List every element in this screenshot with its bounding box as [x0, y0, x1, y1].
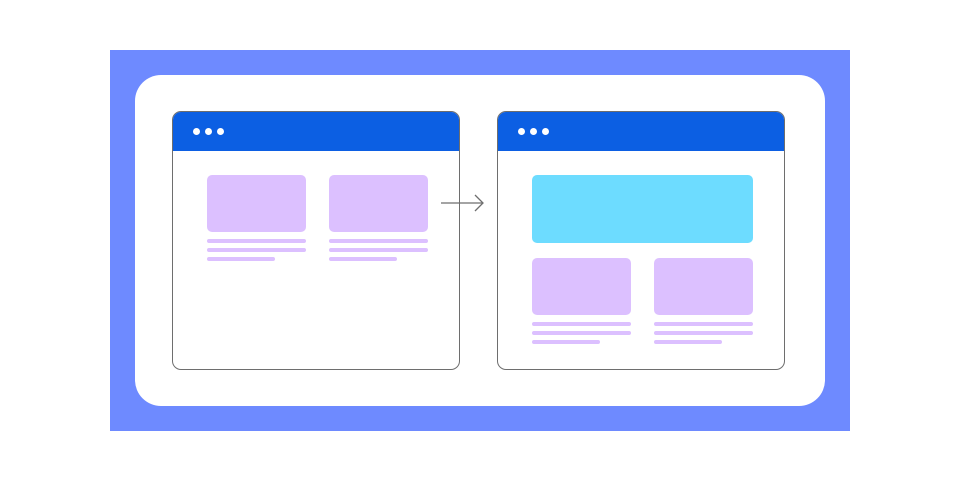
text-line-placeholder: [207, 239, 306, 243]
card-image-placeholder: [329, 175, 428, 232]
text-line-placeholder: [654, 340, 722, 344]
text-line-placeholder: [532, 331, 631, 335]
card-image-placeholder: [532, 258, 631, 315]
text-line-placeholder: [329, 248, 428, 252]
text-line-placeholder: [654, 331, 753, 335]
text-line-placeholder: [654, 322, 753, 326]
card-image-placeholder: [207, 175, 306, 232]
before-window: [172, 111, 460, 370]
window-dot-icon: [542, 128, 549, 135]
window-dot-icon: [193, 128, 200, 135]
text-line-placeholder: [207, 257, 275, 261]
text-line-placeholder: [329, 257, 397, 261]
text-line-placeholder: [207, 248, 306, 252]
window-dot-icon: [518, 128, 525, 135]
window-titlebar: [498, 112, 784, 151]
text-line-placeholder: [532, 340, 600, 344]
arrow-right-icon: [441, 194, 484, 212]
after-window: [497, 111, 785, 370]
window-titlebar: [173, 112, 459, 151]
window-dot-icon: [217, 128, 224, 135]
card-image-placeholder: [654, 258, 753, 315]
window-dot-icon: [205, 128, 212, 135]
hero-banner-placeholder: [532, 175, 753, 243]
text-line-placeholder: [329, 239, 428, 243]
window-dot-icon: [530, 128, 537, 135]
text-line-placeholder: [532, 322, 631, 326]
